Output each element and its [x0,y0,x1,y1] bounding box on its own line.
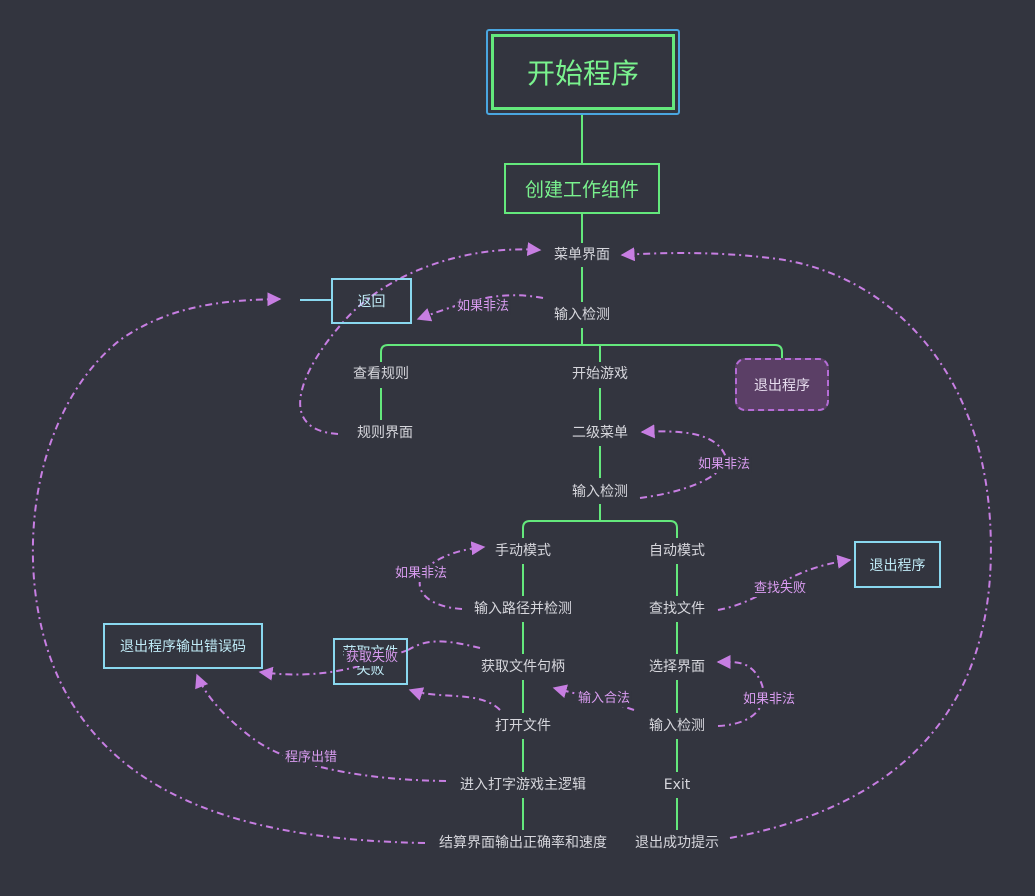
select-page-node: 选择界面 [627,655,727,679]
view-rules-label: 查看规则 [350,365,412,383]
open-file-node: 打开文件 [473,714,573,738]
tree-lines [300,115,783,830]
view-rules-node: 查看规则 [331,362,431,386]
start-label: 开始程序 [491,34,675,110]
start-game-label: 开始游戏 [569,365,631,383]
input-check-sub-node: 输入检测 [550,480,650,504]
menu-label: 菜单界面 [551,246,613,264]
settlement-node: 结算界面输出正确率和速度 [413,831,633,855]
exit-success-label: 退出成功提示 [632,834,722,852]
input-check-main-node: 输入检测 [532,303,632,327]
exit-top-node: 退出程序 [735,358,829,411]
settlement-label: 结算界面输出正确率和速度 [436,834,610,852]
input-check-auto-label: 输入检测 [646,717,708,735]
edge-label-fetch-failed: 获取失败 [343,650,401,666]
select-page-label: 选择界面 [646,658,708,676]
exit-right-node: 退出程序 [854,541,941,588]
input-check-auto-node: 输入检测 [627,714,727,738]
exit-node: Exit [627,773,727,797]
menu-node: 菜单界面 [532,243,632,267]
back-node: 返回 [331,278,412,324]
input-check-sub-label: 输入检测 [569,483,631,501]
exit-label: Exit [660,776,694,794]
auto-mode-node: 自动模式 [627,539,727,563]
rules-page-node: 规则界面 [335,421,435,445]
edge-label-illegal-main: 如果非法 [454,299,512,315]
edge-label-illegal-sub: 如果非法 [695,457,753,473]
manual-mode-node: 手动模式 [473,539,573,563]
open-file-label: 打开文件 [492,717,554,735]
edge-label-find-failed: 查找失败 [751,581,809,597]
edge-label-input-valid: 输入合法 [575,691,633,707]
start-game-node: 开始游戏 [550,362,650,386]
find-file-node: 查找文件 [627,597,727,621]
edge-label-program-error: 程序出错 [282,750,340,766]
typing-logic-label: 进入打字游戏主逻辑 [457,776,589,794]
create-widgets-node: 创建工作组件 [504,163,660,214]
sub-menu-label: 二级菜单 [569,424,631,442]
exit-error-node: 退出程序输出错误码 [103,623,263,669]
auto-mode-label: 自动模式 [646,542,708,560]
typing-logic-node: 进入打字游戏主逻辑 [443,773,603,797]
rules-page-label: 规则界面 [354,424,416,442]
get-handle-label: 获取文件句柄 [478,658,568,676]
sub-menu-node: 二级菜单 [550,421,650,445]
input-path-label: 输入路径并检测 [471,600,575,618]
input-check-main-label: 输入检测 [551,306,613,324]
exit-success-node: 退出成功提示 [617,831,737,855]
start-node: 开始程序 [486,29,680,115]
get-handle-node: 获取文件句柄 [463,655,583,679]
input-path-node: 输入路径并检测 [453,597,593,621]
manual-mode-label: 手动模式 [492,542,554,560]
edge-label-illegal-auto: 如果非法 [740,692,798,708]
edge-label-illegal-manual: 如果非法 [392,566,450,582]
find-file-label: 查找文件 [646,600,708,618]
